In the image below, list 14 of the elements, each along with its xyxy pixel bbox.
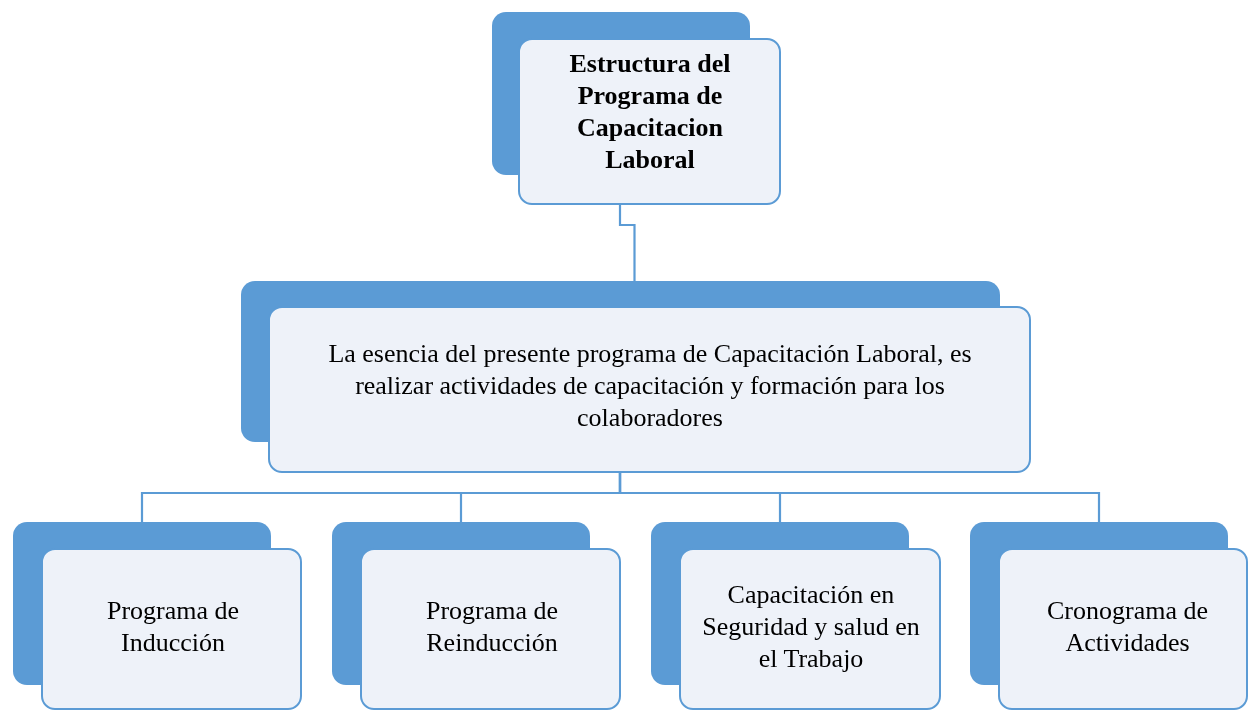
connector-line [618,473,1101,522]
box-text: La esencia del presente programa de Capacitación Laboral, es realizar actividades de capacitación y formación para los colaboradores [327,338,973,434]
box-text: Cronograma de Actividades [1046,595,1209,659]
process-box [332,522,621,710]
process-box [970,522,1248,710]
process-box [13,522,302,710]
box-text: Programa de Inducción [105,595,241,659]
connector-line [618,205,636,281]
box-text: Capacitación en Seguridad y salud en el Trabajo [701,579,921,675]
process-box [651,522,941,710]
process-box [492,12,781,205]
box-text: Programa de Reinducción [424,595,560,659]
process-box [241,281,1031,473]
box-text: Estructura del Programa de Capacitacion Laboral [568,48,732,176]
